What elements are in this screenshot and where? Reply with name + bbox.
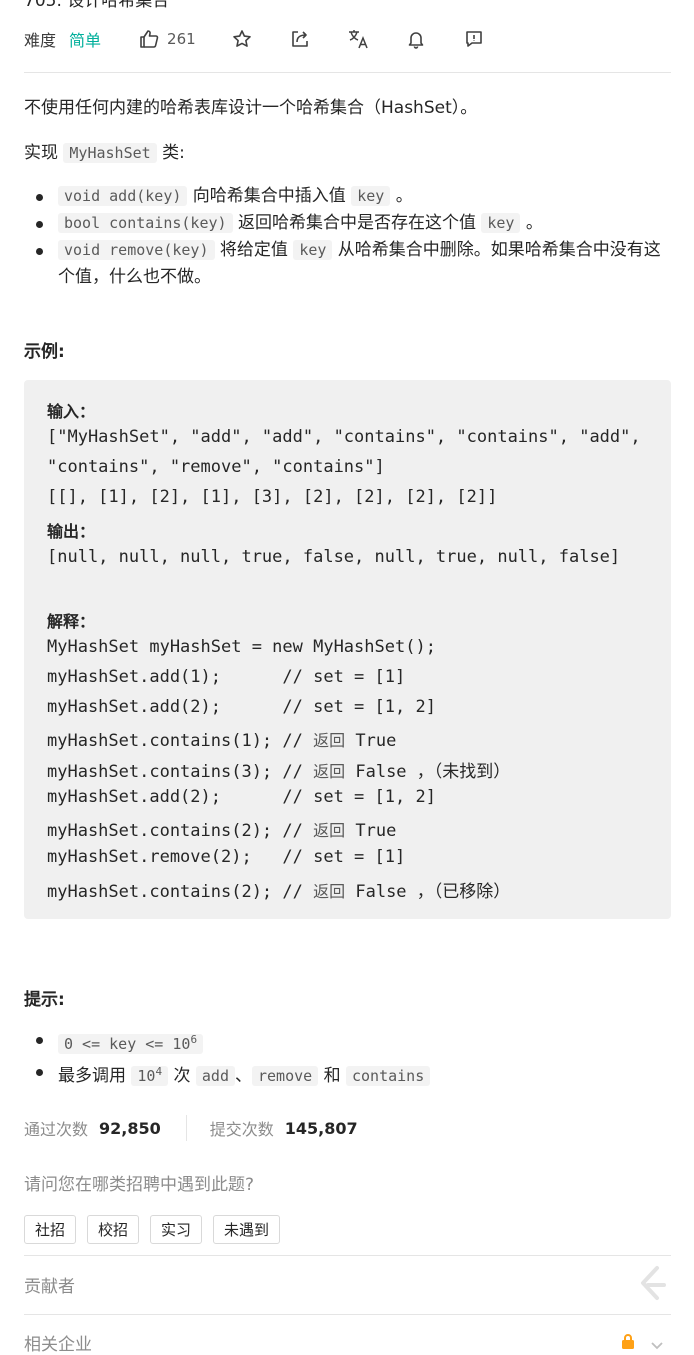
divider xyxy=(24,1255,671,1256)
like-button[interactable]: 261 xyxy=(139,29,196,49)
translate-button[interactable] xyxy=(347,28,369,50)
accepted-label: 通过次数 xyxy=(24,1120,89,1139)
output-label: 输出： xyxy=(47,522,96,541)
interview-tags: 社招 校招 实习 未遇到 xyxy=(24,1215,291,1244)
leetcode-logo-icon xyxy=(635,1264,669,1308)
tag-not-encountered[interactable]: 未遇到 xyxy=(213,1215,281,1244)
list-item: 0 <= key <= 106 xyxy=(36,1026,668,1058)
input-label: 输入： xyxy=(47,402,96,421)
difficulty-label: 难度 xyxy=(24,31,57,50)
example-input-line: ["MyHashSet", "add", "add", "contains", … xyxy=(47,427,641,447)
star-icon xyxy=(232,30,251,47)
like-count: 261 xyxy=(167,30,196,48)
share-button[interactable] xyxy=(289,28,311,50)
code-line: myHashSet.contains(3); // 返回 False ，（未找到… xyxy=(47,762,511,782)
example-input-line: "contains", "remove", "contains"] xyxy=(47,457,385,477)
submission-stats: 通过次数 92,850 提交次数 145,807 xyxy=(24,1114,358,1142)
list-item: void add(key) 向哈希集合中插入值 key 。 xyxy=(36,183,668,210)
accepted-count: 92,850 xyxy=(99,1118,161,1138)
feedback-button[interactable] xyxy=(463,28,485,50)
submitted-count: 145,807 xyxy=(284,1118,358,1138)
tag-internship[interactable]: 实习 xyxy=(150,1215,203,1244)
example-heading: 示例: xyxy=(24,342,65,362)
hints-heading: 提示: xyxy=(24,990,65,1010)
favorite-button[interactable] xyxy=(231,28,253,50)
submitted-label: 提交次数 xyxy=(209,1120,274,1139)
notification-button[interactable] xyxy=(405,28,427,50)
method-list: void add(key) 向哈希集合中插入值 key 。 bool conta… xyxy=(36,183,668,291)
list-item: void remove(key) 将给定值 key 从哈希集合中删除。如果哈希集… xyxy=(36,237,668,291)
code-line: MyHashSet myHashSet = new MyHashSet(); xyxy=(47,637,436,657)
difficulty-badge: 简单 xyxy=(69,31,102,50)
tag-social-recruitment[interactable]: 社招 xyxy=(24,1215,77,1244)
code-line: myHashSet.add(1); // set = [1] xyxy=(47,667,406,687)
translate-icon xyxy=(348,30,368,49)
bell-icon xyxy=(408,32,423,49)
divider xyxy=(24,1314,671,1315)
tag-campus-recruitment[interactable]: 校招 xyxy=(87,1215,140,1244)
code-line: myHashSet.add(2); // set = [1, 2] xyxy=(47,787,436,807)
code-line: myHashSet.contains(1); // 返回 True xyxy=(47,731,397,751)
list-item: bool contains(key) 返回哈希集合中是否存在这个值 key 。 xyxy=(36,210,668,237)
thumbs-up-icon xyxy=(139,29,159,49)
explain-label: 解释： xyxy=(47,612,96,631)
problem-meta-bar: 难度 简单 261 xyxy=(24,26,521,52)
code-line: myHashSet.remove(2); // set = [1] xyxy=(47,847,406,867)
related-companies-label[interactable]: 相关企业 xyxy=(24,1335,92,1355)
code-line: myHashSet.contains(2); // 返回 False ，（已移除… xyxy=(47,882,511,902)
contributors-label[interactable]: 贡献者 xyxy=(24,1277,75,1297)
problem-title: 705. 设计哈希集合 xyxy=(24,0,170,11)
code-line: myHashSet.contains(2); // 返回 True xyxy=(47,821,397,841)
description-intro: 不使用任何内建的哈希表库设计一个哈希集合（HashSet）。 xyxy=(24,98,478,118)
divider xyxy=(185,1115,187,1141)
chevron-down-icon[interactable] xyxy=(650,1336,664,1355)
class-name-code: MyHashSet xyxy=(63,143,157,163)
share-icon xyxy=(291,31,308,47)
feedback-icon xyxy=(465,31,482,47)
lock-icon xyxy=(620,1333,636,1353)
description-impl: 实现 MyHashSet 类: xyxy=(24,143,185,163)
interview-question: 请问您在哪类招聘中遇到此题? xyxy=(24,1175,255,1195)
list-item: 最多调用 104 次 add、remove 和 contains xyxy=(36,1058,668,1090)
example-input-line: [[], [1], [2], [1], [3], [2], [2], [2], … xyxy=(47,487,498,507)
example-output-line: [null, null, null, true, false, null, tr… xyxy=(47,547,621,567)
example-block: 输入： ["MyHashSet", "add", "add", "contain… xyxy=(24,380,671,919)
code-line: myHashSet.add(2); // set = [1, 2] xyxy=(47,697,436,717)
divider xyxy=(24,72,671,73)
hints-list: 0 <= key <= 106 最多调用 104 次 add、remove 和 … xyxy=(36,1026,668,1090)
